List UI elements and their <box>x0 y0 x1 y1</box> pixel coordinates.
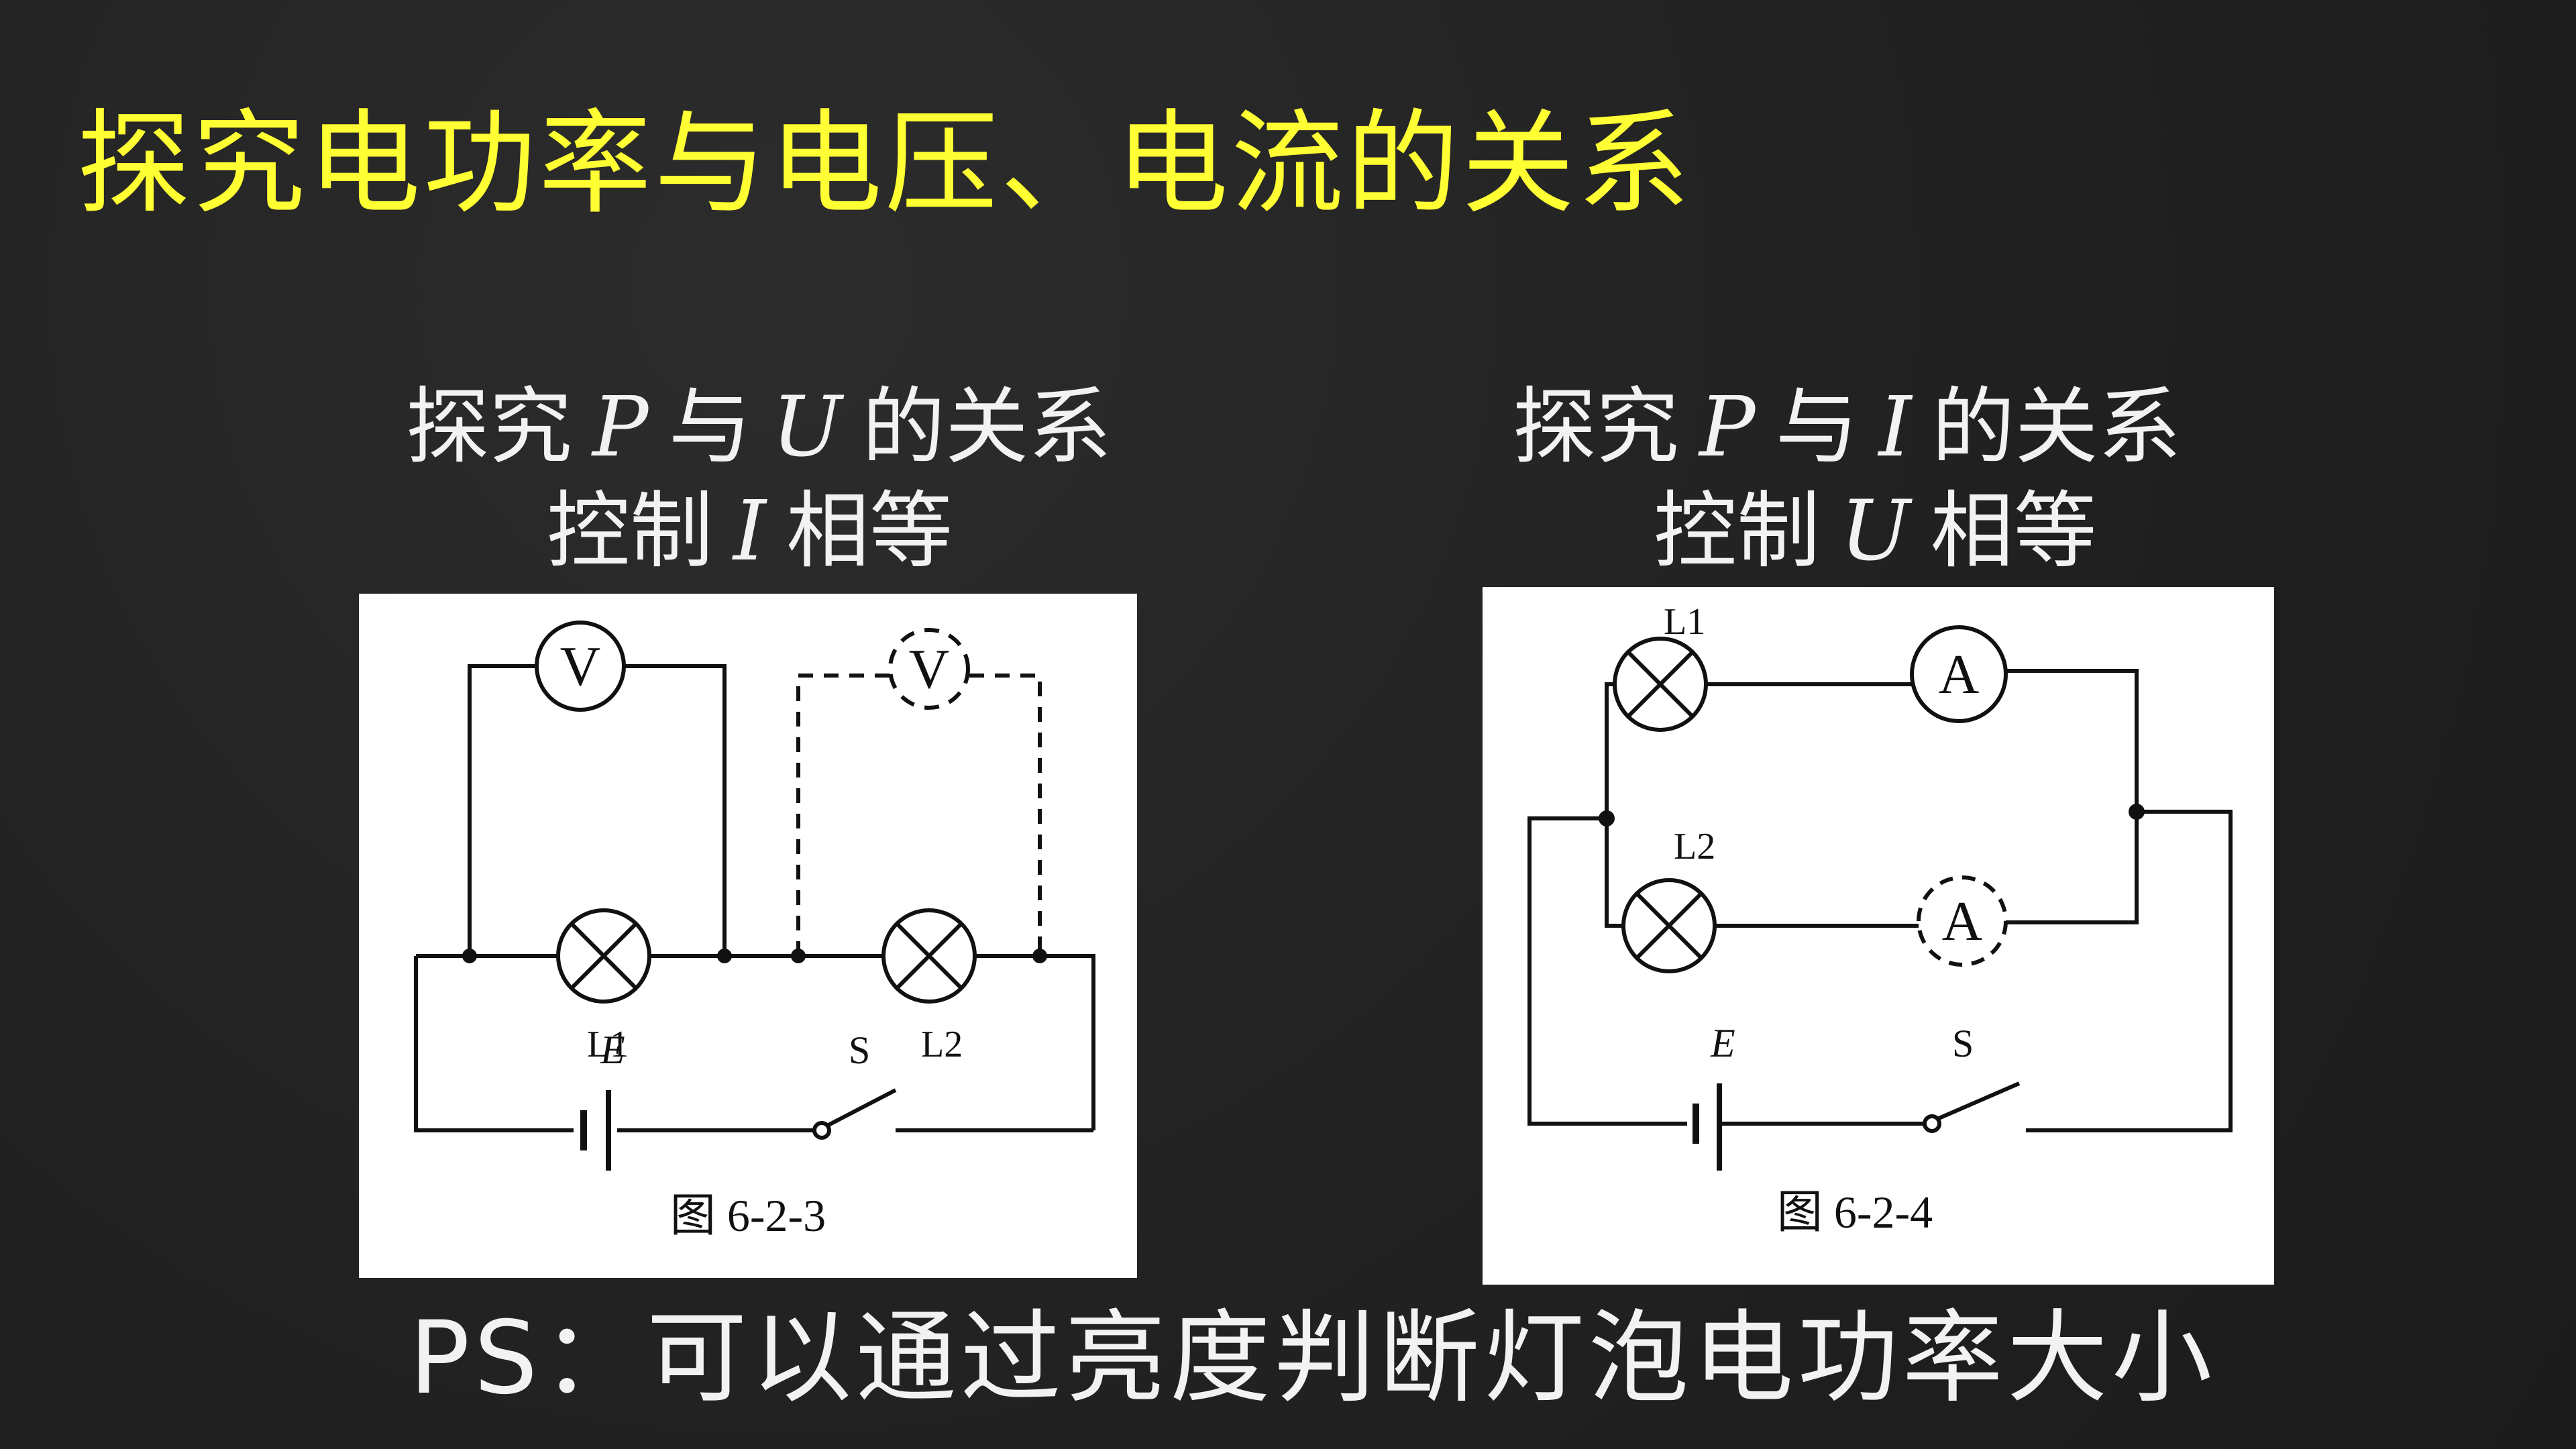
switch-label: S <box>1952 1022 1974 1065</box>
lamp-l1-label: L1 <box>1664 601 1705 643</box>
bottom-note: PS：可以通过亮度判断灯泡电功率大小 <box>409 1300 2216 1417</box>
junction-dot <box>717 949 732 963</box>
lamp-l1-cross <box>1626 650 1695 718</box>
left-heading-text: 控制 <box>547 483 714 580</box>
battery-label: E <box>1710 1021 1735 1065</box>
lamp-l1-cross <box>570 922 638 990</box>
wire-voltmeter-right <box>624 664 727 956</box>
wire-voltmeter-left <box>468 664 537 956</box>
series-circuit-diagram: V V L1 L2 E S 图 6-2-3 <box>414 621 1095 1241</box>
right-heading-text: 的关系 <box>1931 379 2182 476</box>
wire-branch-upper-right <box>2002 669 2139 812</box>
switch-label: S <box>849 1028 870 1072</box>
left-heading-text: 相等 <box>786 483 953 580</box>
switch-lever <box>826 1088 897 1128</box>
left-heading-var-p: P <box>592 379 649 476</box>
wire-branch-lower-left <box>1605 818 1623 928</box>
junction-dot <box>462 949 477 963</box>
ammeter-label: A <box>1939 643 1980 706</box>
wire-branch-lower-right <box>2006 812 2139 924</box>
right-heading-var-u: U <box>1840 483 1911 580</box>
voltmeter-label: V <box>560 635 601 698</box>
wire-voltmeter-dashed-left <box>796 674 892 956</box>
right-heading-var-i: I <box>1878 379 1912 476</box>
voltmeter-symbol <box>535 621 626 712</box>
left-heading-var-u: U <box>771 379 842 476</box>
figure-caption: 图 6-2-4 <box>1777 1187 1933 1238</box>
junction-dot <box>791 949 806 963</box>
right-heading-var-p: P <box>1699 379 1756 476</box>
left-heading-var-i: I <box>733 483 766 580</box>
lamp-l1-label: L1 <box>587 1024 629 1065</box>
lamp-l2-cross <box>895 922 963 990</box>
wire-voltmeter-dashed-right <box>969 674 1042 956</box>
wire-outer-right <box>2026 810 2233 1132</box>
voltmeter-dashed-label: V <box>909 638 950 700</box>
right-heading-text: 相等 <box>1930 483 2097 580</box>
wire-branch-upper-left <box>1605 682 1617 818</box>
ammeter-symbol <box>1910 625 2008 723</box>
parallel-circuit-diagram: A A L1 L2 E S 图 6-2-4 <box>1527 601 2233 1238</box>
circuit-figure-left: V V L1 L2 E S 图 6-2-3 <box>359 594 1137 1278</box>
ammeter-dashed-label: A <box>1942 890 1983 953</box>
left-heading-text: 与 <box>668 379 752 476</box>
switch-pivot <box>812 1121 831 1140</box>
wire-main-left <box>414 956 574 1132</box>
switch-pivot <box>1923 1114 1941 1133</box>
voltmeter-dashed-symbol <box>888 628 970 710</box>
lamp-l2-label: L2 <box>921 1024 963 1065</box>
right-heading-text: 控制 <box>1654 483 1821 580</box>
left-heading-text: 的关系 <box>861 379 1112 476</box>
lamp-l2-label: L2 <box>1674 826 1715 867</box>
right-heading-text: 与 <box>1775 379 1859 476</box>
left-heading-text: 探究 <box>406 379 573 476</box>
circuit-figure-right: A A L1 L2 E S 图 6-2-4 <box>1483 587 2274 1285</box>
battery-label: E <box>600 1028 625 1072</box>
wire-main-top <box>416 954 1095 1130</box>
wire-outer-left <box>1527 816 1687 1126</box>
right-heading-text: 探究 <box>1513 379 1680 476</box>
ammeter-dashed-symbol <box>1917 875 2008 967</box>
junction-dot <box>1032 949 1047 963</box>
junction-dot <box>1599 810 1615 826</box>
slide-title: 探究电功率与电压、电流的关系 <box>77 98 1693 229</box>
lamp-l2-cross <box>1635 892 1703 960</box>
figure-caption: 图 6-2-3 <box>670 1190 826 1241</box>
junction-dot <box>2129 804 2145 820</box>
switch-lever <box>1936 1081 2021 1121</box>
